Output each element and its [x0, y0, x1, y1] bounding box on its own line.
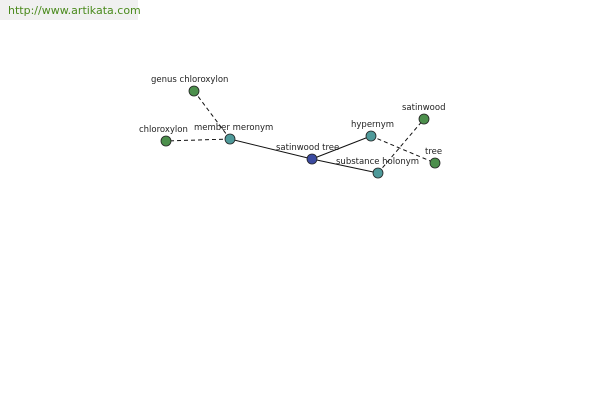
- node-marker-member-meronym[interactable]: [224, 133, 236, 145]
- node-hypernym[interactable]: hypernym: [351, 120, 394, 142]
- edge-satinwood-tree-to-substance-holonym: [311, 158, 379, 174]
- node-label-hypernym[interactable]: hypernym: [351, 120, 394, 130]
- edge-member-meronym-to-genus-chloroxylon: [193, 90, 231, 140]
- edge-substance-holonym-to-satinwood: [377, 118, 425, 174]
- node-marker-substance-holonym[interactable]: [372, 167, 384, 179]
- node-marker-satinwood-tree[interactable]: [306, 153, 318, 165]
- node-marker-hypernym[interactable]: [365, 130, 377, 142]
- edge-hypernym-to-tree: [370, 135, 436, 164]
- edge-satinwood-tree-to-member-meronym: [229, 138, 313, 160]
- node-member-meronym[interactable]: member meronym: [194, 123, 273, 145]
- node-marker-chloroxylon[interactable]: [160, 135, 172, 147]
- graph-edges: [165, 90, 436, 174]
- node-tree[interactable]: tree: [425, 147, 442, 169]
- source-url-link[interactable]: http://www.artikata.com: [8, 4, 141, 17]
- node-label-satinwood[interactable]: satinwood: [402, 103, 445, 113]
- node-satinwood[interactable]: satinwood: [402, 103, 445, 125]
- node-label-tree[interactable]: tree: [425, 147, 442, 157]
- edge-satinwood-tree-to-hypernym: [311, 135, 372, 160]
- node-marker-genus-chloroxylon[interactable]: [188, 85, 200, 97]
- node-label-satinwood-tree[interactable]: satinwood tree: [276, 143, 339, 153]
- node-label-genus-chloroxylon[interactable]: genus chloroxylon: [151, 75, 228, 85]
- edge-member-meronym-to-chloroxylon: [165, 138, 231, 142]
- node-label-chloroxylon[interactable]: chloroxylon: [139, 125, 188, 135]
- node-marker-tree[interactable]: [429, 157, 441, 169]
- node-marker-satinwood[interactable]: [418, 113, 430, 125]
- node-label-member-meronym[interactable]: member meronym: [194, 123, 273, 133]
- node-satinwood-tree[interactable]: satinwood tree: [276, 143, 339, 165]
- node-label-substance-holonym[interactable]: substance holonym: [336, 157, 419, 167]
- node-substance-holonym[interactable]: substance holonym: [336, 157, 419, 179]
- node-chloroxylon[interactable]: chloroxylon: [139, 125, 188, 147]
- source-url-bar: http://www.artikata.com: [0, 0, 141, 20]
- node-genus-chloroxylon[interactable]: genus chloroxylon: [151, 75, 228, 97]
